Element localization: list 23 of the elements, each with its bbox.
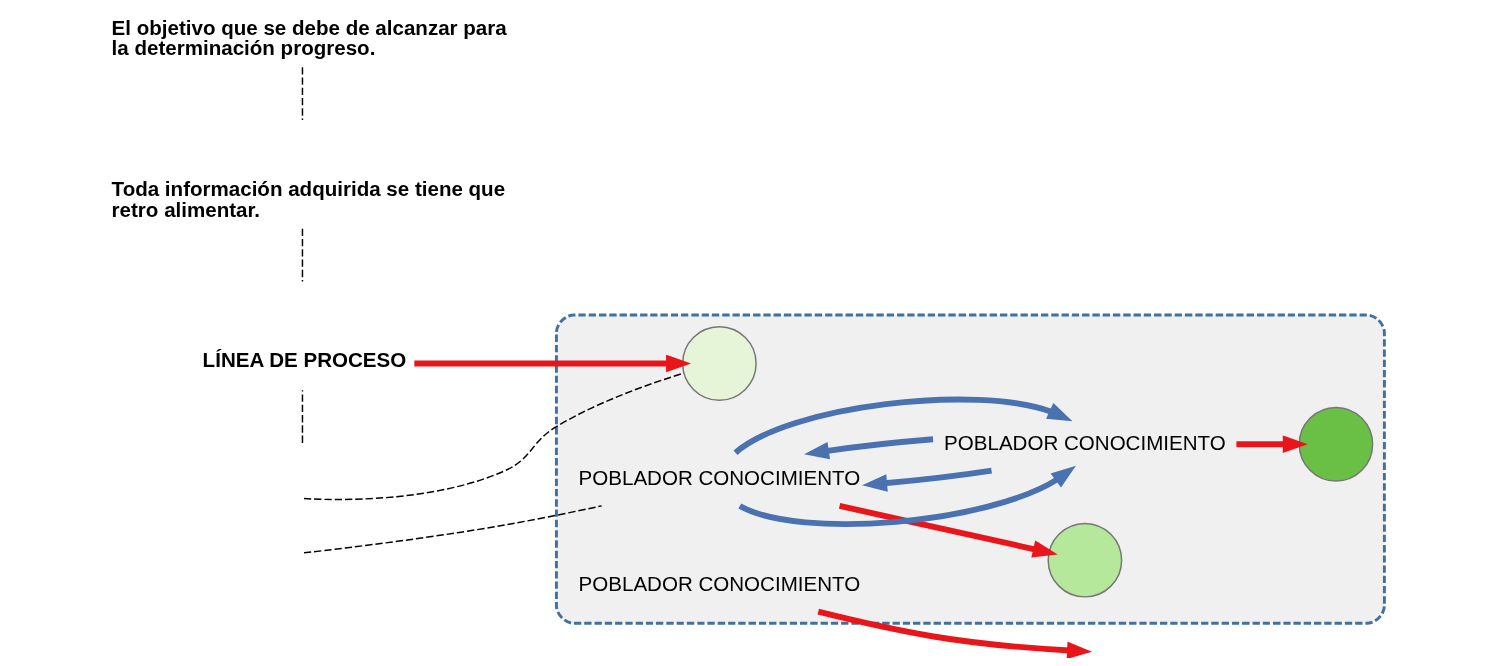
connector	[302, 505, 602, 554]
arrow	[1235, 435, 1308, 453]
connector	[302, 372, 684, 501]
node-circle	[1046, 522, 1122, 598]
arrow	[738, 465, 1076, 527]
connector	[301, 227, 303, 283]
node-circle	[1298, 406, 1373, 482]
node-text: Toda información adquirida se tiene que retro alimentar.	[111, 177, 505, 221]
arrow	[817, 608, 1092, 658]
node-text: El objetivo que se debe de alcanzar para la determinación progreso.	[111, 15, 507, 60]
node-text: POBLADOR CONOCIMIENTO	[943, 430, 1226, 454]
node-text: POBLADOR CONOCIMIENTO	[578, 465, 860, 489]
arrow	[861, 467, 992, 492]
arrow	[838, 503, 1058, 558]
node-circle	[681, 326, 757, 401]
arrow	[413, 354, 691, 373]
connector	[301, 66, 303, 121]
arrow	[733, 396, 1072, 456]
arrow	[803, 436, 933, 460]
connector	[301, 389, 303, 444]
node-text: LÍNEA DE PROCESO	[202, 348, 406, 372]
node-text: POBLADOR CONOCIMIENTO	[578, 571, 860, 595]
cluster	[554, 313, 1386, 625]
